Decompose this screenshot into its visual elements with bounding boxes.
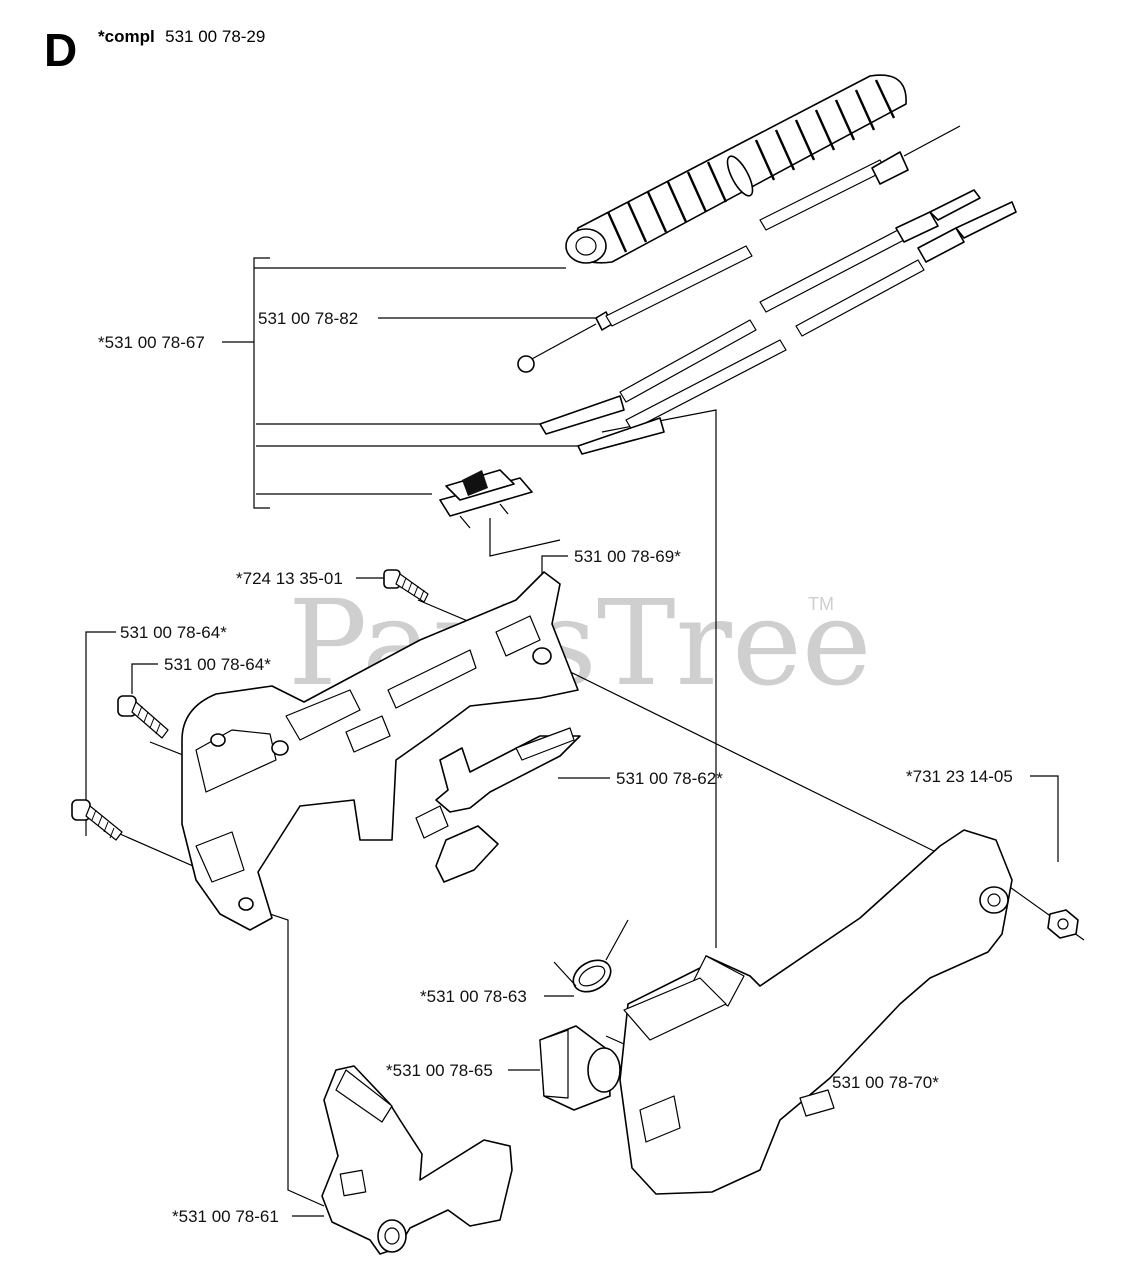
watermark-tm: TM	[808, 594, 834, 614]
label-531-00-78-69: 531 00 78-69*	[574, 547, 681, 566]
throttle-cable-part	[517, 125, 1017, 455]
compl-number: 531 00 78-29	[165, 27, 265, 46]
label-531-00-78-65: *531 00 78-65	[386, 1061, 493, 1080]
screw-64b-part	[117, 695, 169, 739]
grip-sleeve-part	[565, 74, 907, 264]
screw-64a-part	[71, 799, 123, 841]
section-letter: D	[44, 24, 77, 76]
spring-part	[553, 919, 629, 993]
label-531-00-78-64-upper: 531 00 78-64*	[120, 623, 227, 642]
label-724-13-35-01: *724 13 35-01	[236, 569, 343, 588]
compl-prefix: *compl	[98, 27, 155, 46]
label-731-23-14-05: *731 23 14-05	[906, 767, 1013, 786]
throttle-trigger-part	[415, 727, 581, 883]
label-531-00-78-61: *531 00 78-61	[172, 1207, 279, 1226]
label-531-00-78-63: *531 00 78-63	[420, 987, 527, 1006]
label-531-00-78-70: 531 00 78-70*	[832, 1073, 939, 1092]
screw-724-part	[383, 569, 429, 603]
bracket-part	[321, 1065, 513, 1255]
label-531-00-78-62: 531 00 78-62*	[616, 769, 723, 788]
label-531-00-78-67: *531 00 78-67	[98, 333, 205, 352]
handle-half-part	[181, 571, 579, 931]
assembly-header: *compl 531 00 78-29	[98, 27, 265, 46]
nut-part	[1047, 909, 1079, 939]
stop-switch-part	[439, 469, 533, 529]
label-531-00-78-82: 531 00 78-82	[258, 309, 358, 328]
stop-knob-part	[539, 1025, 621, 1111]
tube-housing-part	[619, 829, 1013, 1195]
label-531-00-78-64-lower: 531 00 78-64*	[164, 655, 271, 674]
